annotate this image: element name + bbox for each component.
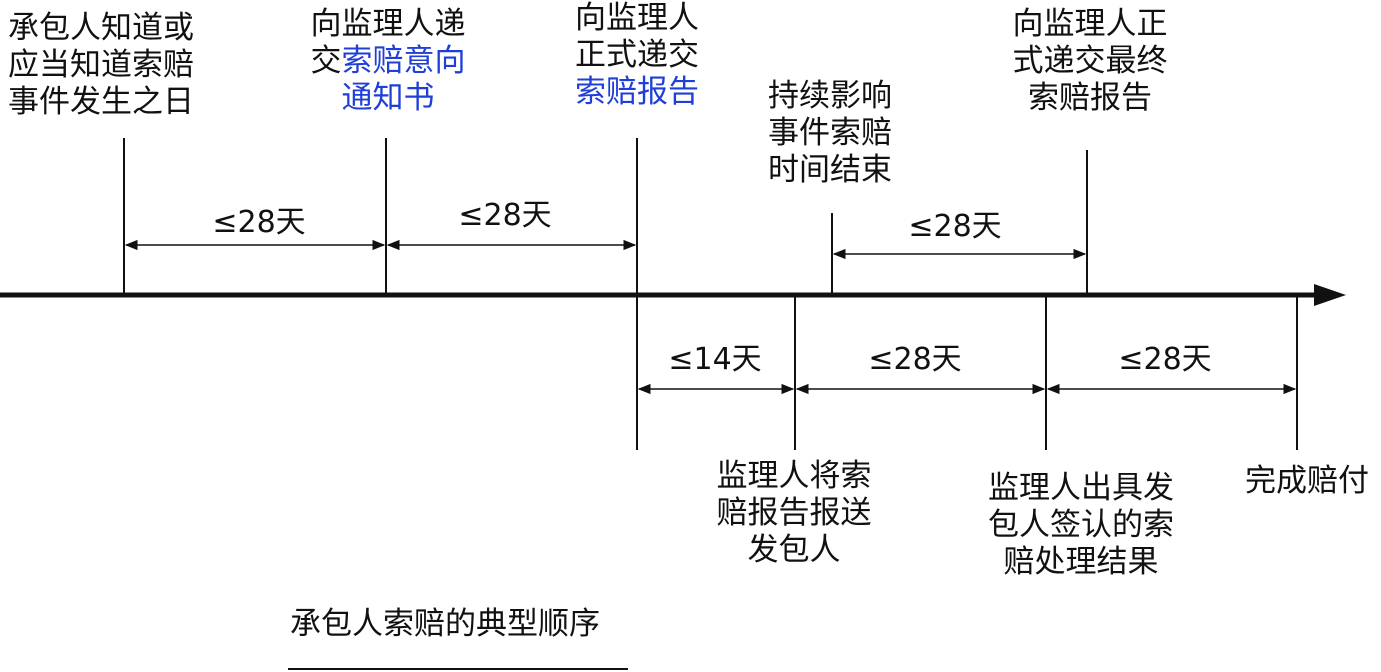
label-submit-intent-notice: 向监理人递 交索赔意向 通知书 — [300, 6, 476, 117]
duration-label-3: ≤28天 — [908, 209, 1002, 244]
diagram-caption: 承包人索赔的典型顺序 — [290, 606, 600, 642]
duration-label-5: ≤28天 — [868, 342, 962, 377]
duration-label-2: ≤28天 — [458, 198, 552, 233]
label-engineer-claim-result: 监理人出具发 包人签认的索 赔处理结果 — [966, 470, 1196, 581]
label-final-claim-report: 向监理人正 式递交最终 索赔报告 — [990, 6, 1190, 117]
label-fragment: 交 — [310, 43, 342, 79]
highlight-intent-notice-cont: 通知书 — [341, 80, 435, 116]
label-line: 承包人知道或 — [8, 10, 194, 46]
label-line: 赔处理结果 — [1003, 544, 1159, 580]
label-line: 正式递交 — [575, 37, 699, 73]
label-line: 索赔报告 — [1028, 80, 1152, 116]
label-formal-claim-report: 向监理人 正式递交 索赔报告 — [560, 0, 714, 111]
label-line: 包人签认的索 — [988, 507, 1174, 543]
label-line: 事件发生之日 — [8, 84, 194, 120]
label-line: 发包人 — [747, 532, 841, 568]
highlight-intent-notice: 索赔意向 — [341, 43, 466, 79]
label-line: 式递交最终 — [1012, 43, 1168, 79]
caption-underline — [288, 668, 628, 670]
label-line: 时间结束 — [768, 152, 892, 188]
label-line: 交索赔意向 — [300, 43, 476, 80]
duration-label-4: ≤14天 — [668, 342, 762, 377]
label-line: 事件索赔 — [768, 115, 892, 151]
timeline-arrowhead — [1314, 284, 1346, 306]
label-continuous-impact-end: 持续影响 事件索赔 时间结束 — [768, 78, 892, 189]
label-line: 赔报告报送 — [716, 495, 872, 531]
duration-label-1: ≤28天 — [212, 205, 306, 240]
label-payment-done: 完成赔付 — [1245, 463, 1369, 500]
label-claim-event-date: 承包人知道或 应当知道索赔 事件发生之日 — [8, 10, 194, 121]
label-line: 完成赔付 — [1245, 463, 1369, 499]
highlight-claim-report: 索赔报告 — [575, 74, 699, 110]
label-line: 监理人将索 — [716, 458, 872, 494]
label-line: 向监理人 — [575, 0, 699, 36]
label-line: 监理人出具发 — [988, 470, 1174, 506]
label-engineer-forward-report: 监理人将索 赔报告报送 发包人 — [694, 458, 894, 569]
label-line: 向监理人递 — [310, 6, 466, 42]
duration-label-6: ≤28天 — [1118, 342, 1212, 377]
label-line: 应当知道索赔 — [8, 47, 194, 83]
label-line: 向监理人正 — [1012, 6, 1168, 42]
label-line: 持续影响 — [768, 78, 892, 114]
